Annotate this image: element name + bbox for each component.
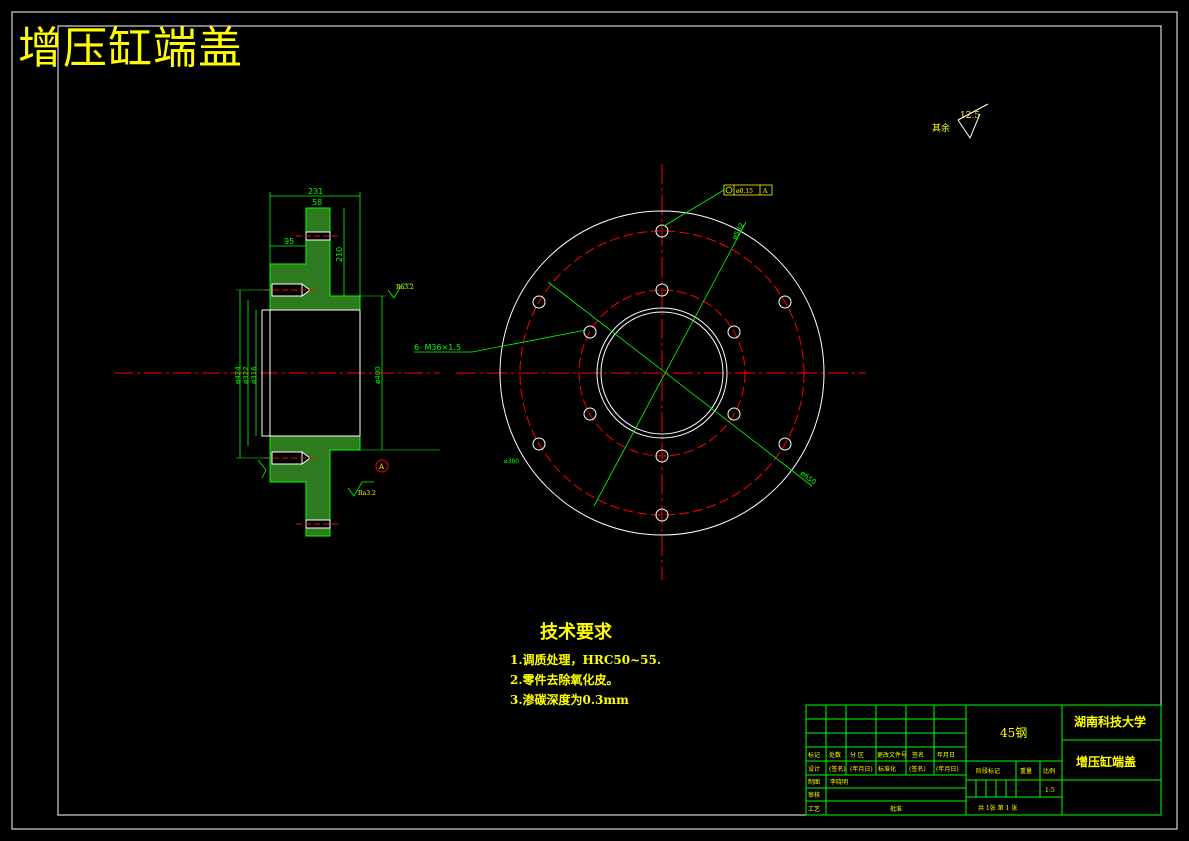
surface-note-value: 12.5 [960, 111, 980, 121]
drawing-title: 增压缸端盖 [18, 23, 243, 74]
surface-note: 其余 12.5 [932, 103, 989, 140]
dim-small: ø380 [504, 458, 519, 465]
dim-overall-width: 231 [308, 187, 323, 196]
tolerance-datum: A [762, 188, 768, 195]
sheet-info: 共 1张 第 1 张 [978, 804, 1017, 812]
label-scale: 比例 [1043, 767, 1055, 775]
title-block-text: 45钢 湖南科技大学 增压缸端盖 标记 处数 分 区 更改文件号 签名 年月日 … [808, 714, 1146, 813]
label-approve: 批准 [890, 805, 902, 813]
label-review: 审核 [808, 791, 820, 799]
dim-d4: ø400 [374, 366, 382, 384]
tech-item-2: 2.零件去除氧化皮。 [510, 673, 619, 687]
row-design-date: (年月日) [850, 765, 873, 773]
label-process: 工艺 [808, 805, 820, 813]
dim-flange-width: 58 [312, 198, 322, 207]
dim-flange-height: 210 [335, 247, 344, 262]
drawer-name: 李晓明 [830, 778, 848, 786]
material: 45钢 [1000, 726, 1027, 740]
inner-frame [57, 25, 1162, 816]
hdr-count: 处数 [829, 751, 841, 759]
rough-1: Ra3.2 [396, 284, 414, 291]
label-drawer: 制图 [808, 778, 820, 786]
school-name: 湖南科技大学 [1074, 714, 1146, 729]
label-weight: 重量 [1020, 767, 1032, 775]
hdr-zone: 分 区 [850, 751, 864, 759]
section-view: 231 58 95 210 ø424 ø322 ø316 ø400 Ra3.2 … [115, 187, 440, 537]
surface-note-label: 其余 [932, 122, 950, 134]
row-design-sign: (签名) [829, 765, 846, 773]
part-name: 增压缸端盖 [1076, 754, 1136, 769]
tech-heading: 技术要求 [540, 622, 612, 643]
row-design-label: 设计 [808, 765, 820, 773]
tech-item-3: 3.渗碳深度为0.3mm [510, 693, 629, 707]
dim-d2: ø322 [242, 366, 250, 384]
hdr-mark: 标记 [808, 751, 820, 759]
front-view: ø532 ø650 ø380 6- M36×1.5 ø0.15 A [414, 164, 866, 580]
outer-frame [11, 11, 1178, 830]
dim-pcd: ø532 [731, 222, 746, 241]
label-stage: 阶段标记 [976, 767, 1000, 775]
dim-d3: ø316 [250, 366, 258, 384]
hdr-sign: 签名 [912, 751, 924, 759]
tech-requirements: 技术要求 1.调质处理，HRC50~55. 2.零件去除氧化皮。 3.渗碳深度为… [510, 618, 661, 710]
tech-item-1: 1.调质处理，HRC50~55. [510, 653, 662, 667]
outer-circle [499, 210, 825, 536]
dim-d1: ø424 [234, 366, 242, 384]
tolerance-value: ø0.15 [736, 188, 753, 195]
hdr-doc: 更改文件号 [877, 751, 907, 759]
title-block [805, 704, 1162, 816]
row-std-sign: (签名) [909, 765, 926, 773]
datum-a: A [378, 463, 385, 471]
rough-2: Ra3.2 [358, 490, 376, 497]
hdr-date: 年月日 [937, 751, 955, 759]
row-std-date: (年月日) [936, 765, 959, 773]
dim-step: 95 [284, 237, 294, 246]
hole-callout: 6- M36×1.5 [414, 343, 461, 352]
row-std-label: 标准化 [878, 765, 896, 773]
scale-value: 1:5 [1045, 787, 1055, 794]
